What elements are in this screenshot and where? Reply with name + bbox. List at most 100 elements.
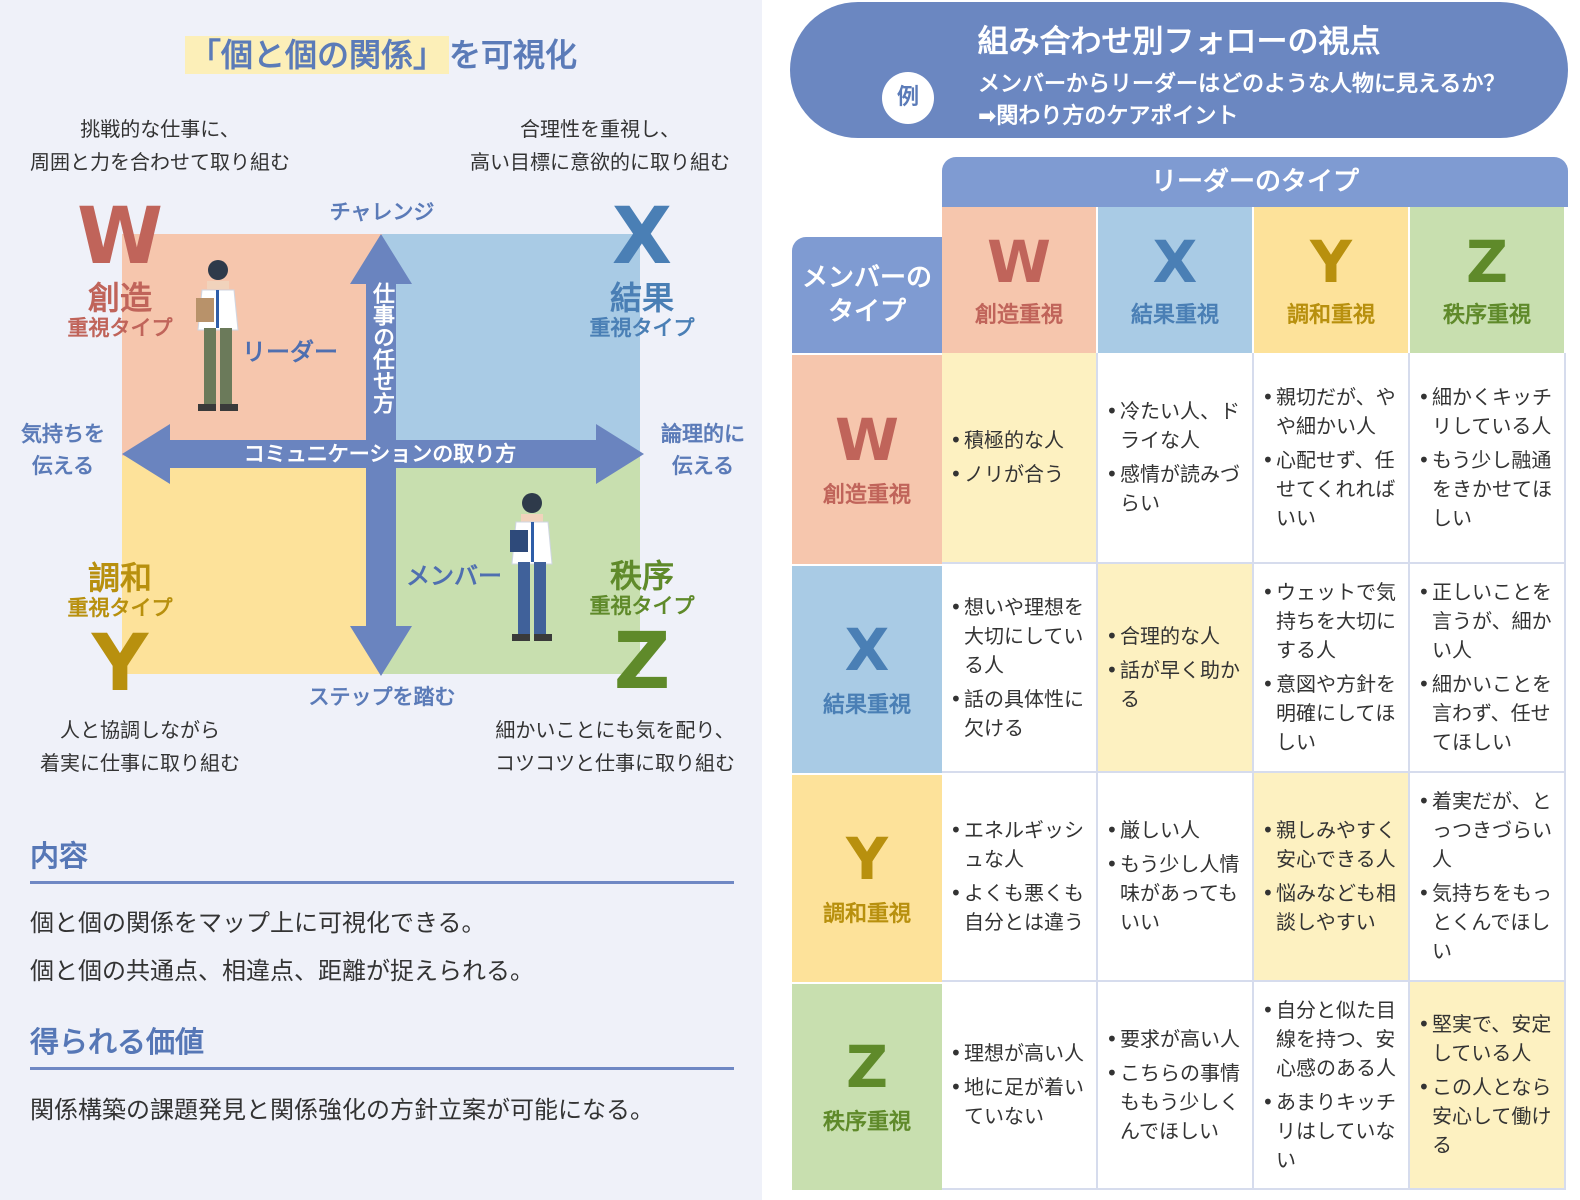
cell-z-y: 自分と似た目線を持つ、安心感のある人あまりキッチリはしていない [1254,982,1410,1190]
cell-bullet: 親切だが、やや細かい人 [1262,383,1402,441]
column-letter: Z [1465,228,1509,296]
row-letter: Y [846,824,888,893]
cell-list: 着実だが、とっつきづらい人気持ちをもっとくんでほしい [1418,782,1558,971]
cell-bullet: 積極的な人 [950,426,1090,455]
cell-bullet: 心配せず、任せてくれればいい [1262,446,1402,533]
banner-line-2: ➡関わり方のケアポイント [978,104,1239,129]
member-row-w: W 創造重視 [792,353,942,564]
cell-x-w: 想いや理想を大切にしている人話の具体性に欠ける [942,564,1098,773]
column-name: 結果重視 [1130,303,1219,328]
cell-bullet: 理想が高い人 [950,1039,1090,1068]
quadrant-w [122,234,382,456]
quadrant-y [122,456,382,674]
y-description: 人と協調しながら着実に仕事に取り組む [40,718,240,775]
cell-bullet: ウェットで気持ちを大切にする人 [1262,578,1402,665]
cell-bullet: 話の具体性に欠ける [950,685,1090,743]
right-panel: 組み合わせ別フォローの視点 例 メンバーからリーダーはどのような人物に見えるか？… [762,0,1580,1200]
cell-x-y: ウェットで気持ちを大切にする人意図や方針を明確にしてほしい [1254,564,1410,773]
column-name: 調和重視 [1286,303,1375,328]
map-title: 「個と個の関係」を可視化 [0,30,762,76]
example-badge: 例 [882,72,934,124]
cell-x-x: 合理的な人話が早く助かる [1098,564,1254,773]
cell-bullet: 親しみやすく安心できる人 [1262,816,1402,874]
member-row-y: Y 調和重視 [792,773,942,982]
cell-bullet: 気持ちをもっとくんでほしい [1418,879,1558,966]
cell-w-y: 親切だが、やや細かい人心配せず、任せてくれればいい [1254,353,1410,564]
horizontal-arrow [122,424,644,484]
quadrant-z-label: 秩序 重視タイプ Z [589,557,695,707]
cell-bullet: エネルギッシュな人 [950,816,1090,874]
row-name: 秩序重視 [822,1110,911,1135]
x-description: 合理性を重視し、高い目標に意欲的に取り組む [470,117,730,174]
leader-column-z: Z 秩序重視 [1410,207,1566,353]
quadrant-x-label: X 結果 重視タイプ [589,192,695,340]
cell-list: 親しみやすく安心できる人悩みなども相談しやすい [1262,811,1402,942]
cell-list: 正しいことを言うが、細かい人細かいことを言わず、任せてほしい [1418,573,1558,762]
row-name: 創造重視 [822,482,911,508]
cell-bullet: 感情が読みづらい [1106,460,1246,518]
banner: 組み合わせ別フォローの視点 例 メンバーからリーダーはどのような人物に見えるか？… [790,2,1568,138]
cell-y-y: 親しみやすく安心できる人悩みなども相談しやすい [1254,773,1410,982]
cell-list: 合理的な人話が早く助かる [1106,617,1246,719]
content-line-2: 個と個の共通点、相違点、距離が捉えられる。 [30,957,534,985]
cell-bullet: 細かいことを言わず、任せてほしい [1418,670,1558,757]
vertical-axis-label: 仕事の任せ方 [369,282,394,414]
member-figure [510,493,553,641]
quadrant-z [382,456,640,674]
cell-list: 冷たい人、ドライな人感情が読みづらい [1106,392,1246,523]
cell-bullet: 正しいことを言うが、細かい人 [1418,578,1558,665]
cell-bullet: もう少し人情味があってもいい [1106,850,1246,937]
left-panel: 「個と個の関係」を可視化 挑戦的な仕事に、周囲と力を合わせて取り組む 合理性を重… [0,0,762,1200]
cell-z-w: 理想が高い人地に足が着いていない [942,982,1098,1190]
cell-bullet: 堅実で、安定している人 [1418,1010,1558,1068]
cell-bullet: 厳しい人 [1106,816,1246,845]
cell-y-z: 着実だが、とっつきづらい人気持ちをもっとくんでほしい [1410,773,1566,982]
cell-bullet: 着実だが、とっつきづらい人 [1418,787,1558,874]
value-heading: 得られる価値 [30,1025,205,1059]
column-letter: W [987,228,1051,296]
cell-list: 想いや理想を大切にしている人話の具体性に欠ける [950,588,1090,748]
member-type-header: メンバーのタイプ [792,237,942,353]
leader-figure [196,260,239,411]
cell-list: エネルギッシュな人よくも悪くも自分とは違う [950,811,1090,942]
leader-type-header: リーダーのタイプ [942,157,1568,207]
row-letter: W [835,405,899,474]
cell-bullet: 細かくキッチリしている人 [1418,383,1558,441]
content-divider [30,881,734,884]
leader-column-w: W 創造重視 [942,207,1098,353]
cell-bullet: よくも悪くも自分とは違う [950,879,1090,937]
row-name: 結果重視 [822,692,911,718]
axis-bottom-label: ステップを踏む [308,685,456,709]
cell-z-z: 堅実で、安定している人この人となら安心して働ける [1410,982,1566,1190]
cell-list: 細かくキッチリしている人もう少し融通をきかせてほしい [1418,378,1558,538]
cell-bullet: あまりキッチリはしていない [1262,1088,1402,1175]
column-name: 秩序重視 [1442,303,1531,328]
cell-list: 自分と似た目線を持つ、安心感のある人あまりキッチリはしていない [1262,991,1402,1180]
quadrant-w-label: W 創造 重視タイプ [67,192,173,340]
cell-list: 積極的な人ノリが合う [950,421,1090,494]
title-highlight: 「個と個の関係」 [184,36,449,74]
column-name: 創造重視 [974,303,1063,328]
cell-w-x: 冷たい人、ドライな人感情が読みづらい [1098,353,1254,564]
cell-list: 要求が高い人こちらの事情ももう少しくんでほしい [1106,1020,1246,1151]
content-line-1: 個と個の関係をマップ上に可視化できる。 [30,909,486,937]
cell-z-x: 要求が高い人こちらの事情ももう少しくんでほしい [1098,982,1254,1190]
quadrant-x [382,234,640,456]
quadrant-y-label: 調和 重視タイプ Y [67,559,173,709]
row-name: 調和重視 [822,901,911,927]
content-heading: 内容 [30,839,89,873]
cell-bullet: 想いや理想を大切にしている人 [950,593,1090,680]
member-label: メンバー [406,562,502,590]
horizontal-axis-label: コミュニケーションの取り方 [243,442,517,466]
cell-bullet: 自分と似た目線を持つ、安心感のある人 [1262,996,1402,1083]
cell-x-z: 正しいことを言うが、細かい人細かいことを言わず、任せてほしい [1410,564,1566,773]
cell-bullet: 話が早く助かる [1106,656,1246,714]
cell-y-w: エネルギッシュな人よくも悪くも自分とは違う [942,773,1098,982]
cell-list: 親切だが、やや細かい人心配せず、任せてくれればいい [1262,378,1402,538]
leader-label: リーダー [242,338,338,366]
axis-right-label: 論理的に伝える [661,422,745,478]
cell-bullet: もう少し融通をきかせてほしい [1418,446,1558,533]
